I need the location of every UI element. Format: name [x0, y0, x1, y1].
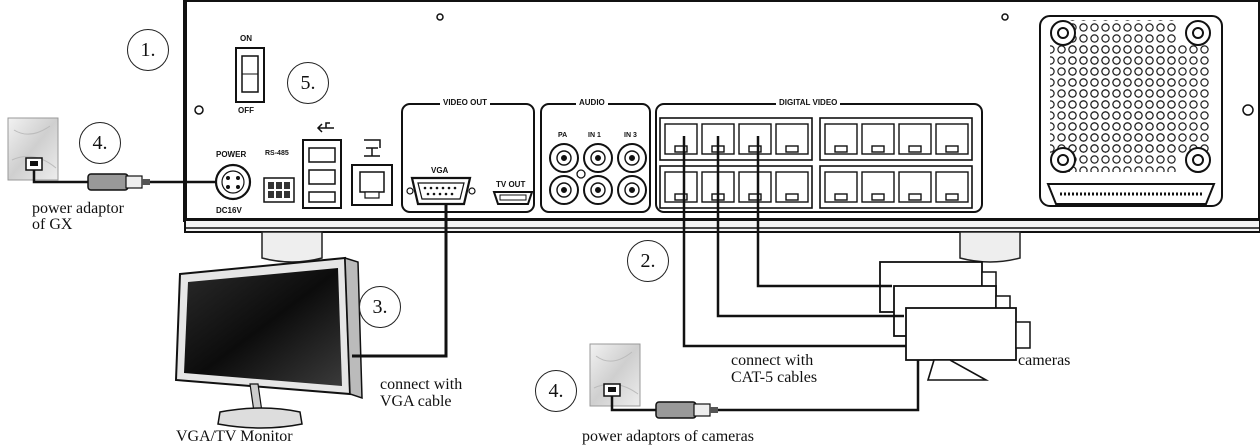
rs485-terminal	[263, 177, 295, 203]
cameras-stack	[879, 261, 1031, 381]
rj45-latch	[871, 145, 885, 153]
camera-wall-outlet	[589, 343, 641, 407]
rj45-latch	[945, 193, 959, 201]
fan-grille	[1039, 15, 1223, 207]
camera-power-label: power adaptors of cameras	[582, 428, 754, 445]
gx-power-cable	[32, 170, 216, 191]
audio-group	[540, 103, 651, 213]
rj45-latch	[834, 193, 848, 201]
step-5-marker: 5.	[287, 62, 329, 104]
vga-tv-monitor	[174, 256, 363, 429]
digital-video-group	[655, 103, 983, 213]
cat5-label-line1: connect with	[731, 352, 814, 369]
switch-off-label: OFF	[238, 106, 254, 115]
rj45-latch	[785, 193, 799, 201]
audio-port-in1-label: IN 1	[588, 132, 601, 139]
vga-cable-label-line2: VGA cable	[380, 393, 452, 410]
step-2-text: 2.	[640, 250, 656, 272]
digital-video-label: DIGITAL VIDEO	[776, 98, 841, 107]
power-connector	[214, 163, 252, 201]
rj45-latch	[674, 145, 688, 153]
rs485-label: RS-485	[265, 150, 289, 157]
vga-cable	[352, 204, 448, 358]
step-4-gx-marker: 4.	[79, 122, 121, 164]
audio-port-in3-label: IN 3	[624, 132, 637, 139]
rj45-latch	[908, 145, 922, 153]
step-4-gx-text: 4.	[92, 132, 108, 154]
audio-label: AUDIO	[576, 98, 608, 107]
gx-adaptor-label-line2: of GX	[32, 216, 73, 233]
rj45-latch	[748, 193, 762, 201]
cat5-label-line2: CAT-5 cables	[731, 369, 818, 386]
step-5-text: 5.	[300, 72, 316, 94]
switch-on-label: ON	[240, 34, 252, 43]
video-out-group	[401, 103, 535, 213]
rj45-port	[775, 123, 809, 155]
rj45-latch	[908, 193, 922, 201]
step-3-marker: 3.	[359, 286, 401, 328]
vga-cable-label-line1: connect with	[380, 376, 463, 393]
rj45-latch	[748, 145, 762, 153]
rj45-latch	[834, 145, 848, 153]
usb-ports	[302, 122, 342, 209]
audio-port-pa-label: PA	[558, 132, 568, 139]
video-out-label: VIDEO OUT	[440, 98, 491, 107]
rj45-latch	[945, 145, 959, 153]
step-4-camera-text: 4.	[548, 380, 564, 402]
rj45-latch	[674, 193, 688, 201]
power-switch	[235, 47, 265, 103]
rj45-latch	[785, 145, 799, 153]
step-2-marker: 2.	[627, 240, 669, 282]
gx-adaptor-label-line1: power adaptor	[32, 200, 124, 217]
step-3-text: 3.	[372, 296, 388, 318]
vga-port-label: VGA	[431, 166, 449, 175]
rj45-latch	[871, 193, 885, 201]
lan-port	[351, 139, 393, 206]
cameras-label: cameras	[1018, 352, 1071, 369]
power-label: POWER	[216, 150, 247, 159]
step-1-marker: 1.	[127, 29, 169, 71]
cat5-cables	[682, 136, 906, 348]
gx-wall-outlet	[7, 117, 59, 181]
camera-power-cable	[610, 360, 920, 419]
step-1-text: 1.	[140, 39, 156, 61]
tv-out-label: TV OUT	[496, 180, 526, 189]
dc-voltage-label: DC16V	[216, 206, 242, 215]
step-4-camera-marker: 4.	[535, 370, 577, 412]
monitor-label: VGA/TV Monitor	[176, 428, 293, 445]
